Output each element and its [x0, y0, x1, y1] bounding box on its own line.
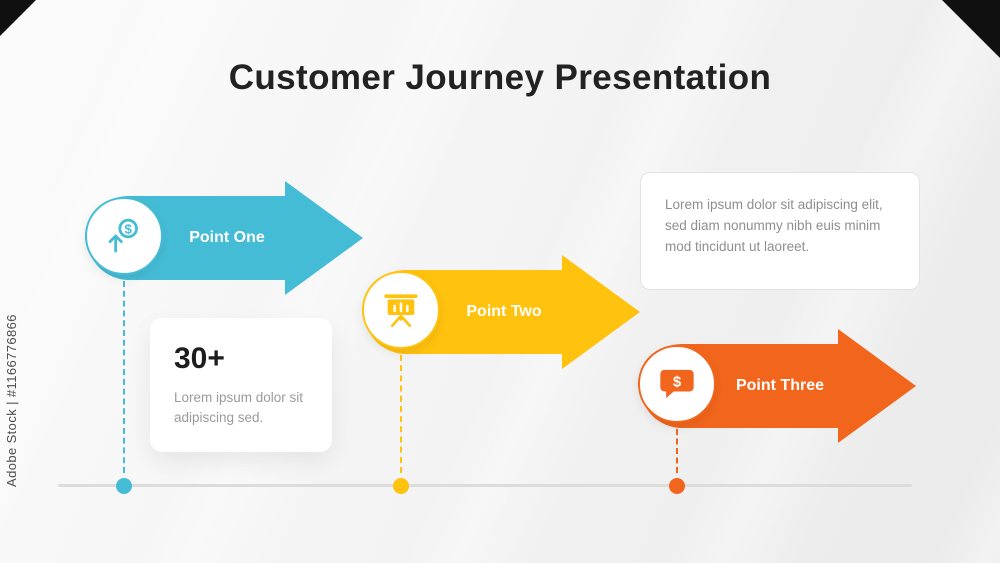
svg-text:$: $	[673, 374, 682, 391]
svg-text:$: $	[124, 221, 132, 236]
presentation-board-icon	[384, 294, 418, 327]
arrowhead	[285, 181, 363, 295]
arrow-banner-point-two: Point Two	[362, 255, 640, 369]
point-circle: $	[638, 345, 716, 423]
arrow-banner-point-one: $ Point One	[85, 181, 363, 295]
arrowhead	[562, 255, 640, 369]
chat-dollar-icon: $	[660, 369, 694, 399]
timeline-dot-point-one	[116, 478, 132, 494]
point-label: Point Three	[735, 377, 824, 394]
corner-fold-top-right	[942, 0, 1000, 58]
timeline-dot-point-three	[669, 478, 685, 494]
corner-fold-top-left	[0, 0, 36, 36]
connector-line-point-two	[400, 355, 402, 473]
point-label: Point One	[189, 229, 265, 246]
point-label: Point Two	[466, 303, 542, 320]
info-card: Lorem ipsum dolor sit adipiscing elit, s…	[640, 172, 920, 290]
page-title: Customer Journey Presentation	[228, 58, 772, 97]
timeline-dot-point-two	[393, 478, 409, 494]
stat-description: Lorem ipsum dolor sit adipiscing sed.	[174, 390, 304, 426]
arrowhead	[838, 329, 916, 443]
info-card-text: Lorem ipsum dolor sit adipiscing elit, s…	[665, 197, 883, 254]
connector-line-point-three	[676, 429, 678, 473]
stat-value: 30+	[174, 342, 225, 375]
point-circle: $	[85, 197, 163, 275]
arrow-banner-point-three: $ Point Three	[638, 329, 916, 443]
connector-line-point-one	[123, 281, 125, 473]
timeline-axis	[58, 484, 912, 487]
dollar-growth-icon: $	[108, 218, 138, 253]
stat-card: 30+ Lorem ipsum dolor sit adipiscing sed…	[150, 318, 332, 452]
watermark-text: Adobe Stock | #1166776866	[4, 314, 19, 487]
point-circle	[362, 271, 440, 349]
